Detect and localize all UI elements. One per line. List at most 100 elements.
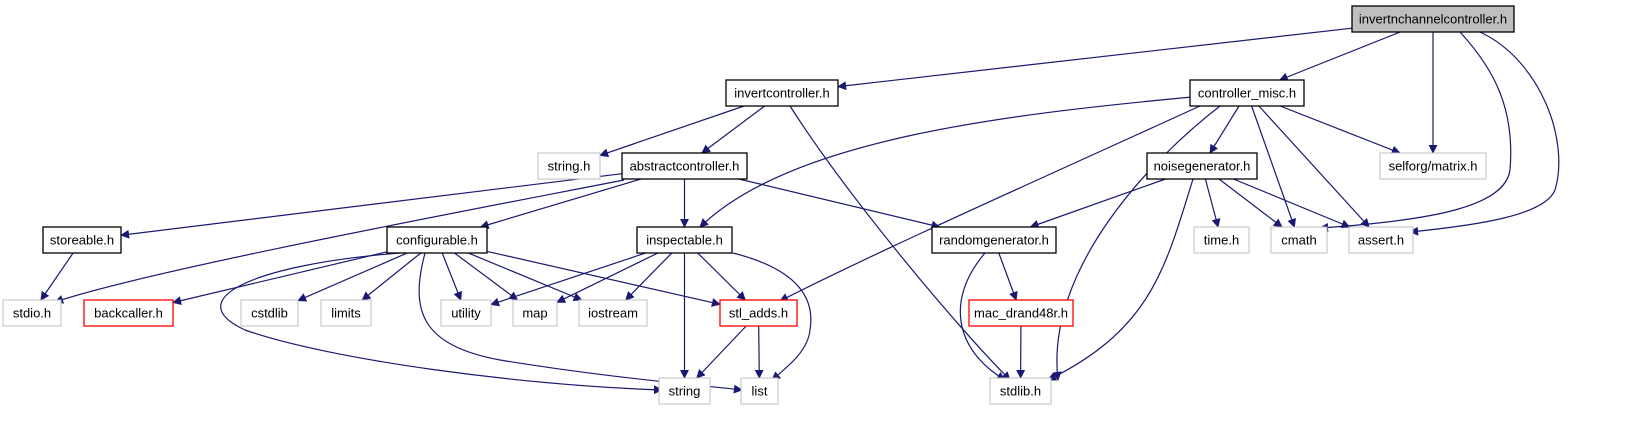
edge-invertcontroller-to-string-h (599, 105, 745, 158)
node-box (725, 79, 839, 107)
node-box (1189, 79, 1305, 107)
node-label: invertnchannelcontroller.h (1359, 12, 1507, 27)
node-cstdlib: cstdlib (240, 299, 299, 327)
edge-controller-misc-to-stl-adds (779, 105, 1201, 302)
node-label: string (669, 384, 701, 399)
node-stdlib-h: stdlib.h (989, 377, 1052, 405)
node-label: limits (331, 306, 361, 321)
node-box (440, 299, 492, 327)
edge-inspectable-to-utility (490, 252, 646, 307)
node-list: list (740, 377, 779, 405)
node-box (740, 377, 779, 405)
node-controller-misc[interactable]: controller_misc.h (1189, 79, 1305, 107)
node-randomgenerator[interactable]: randomgenerator.h (931, 226, 1057, 254)
edges-layer (40, 27, 1560, 395)
edge-invertcontroller-to-abstractcontroller (701, 105, 765, 154)
node-label: backcaller.h (94, 306, 163, 321)
node-label: assert.h (1358, 233, 1404, 248)
node-stl-adds[interactable]: stl_adds.h (719, 299, 798, 327)
node-string: string (658, 377, 711, 405)
node-label: inspectable.h (646, 233, 723, 248)
node-mac-drand48r[interactable]: mac_drand48r.h (968, 299, 1074, 327)
node-box (658, 377, 711, 405)
node-time-h: time.h (1193, 226, 1250, 254)
node-backcaller[interactable]: backcaller.h (83, 299, 174, 327)
edge-controller-misc-to-stdlib-h (1052, 105, 1221, 381)
edge-invertnchannelcontroller-to-assert-h (1409, 31, 1560, 236)
edge-abstractcontroller-to-stdio-h (54, 179, 625, 304)
edge-abstractcontroller-to-randomgenerator (738, 178, 941, 230)
node-label: iostream (588, 306, 638, 321)
node-label: randomgenerator.h (939, 233, 1049, 248)
node-label: list (752, 384, 768, 399)
node-label: abstractcontroller.h (630, 159, 740, 174)
node-iostream: iostream (578, 299, 648, 327)
edge-noisegenerator-to-randomgenerator (1029, 178, 1166, 229)
node-label: controller_misc.h (1198, 86, 1296, 101)
node-box (1270, 226, 1328, 254)
node-label: stl_adds.h (729, 306, 788, 321)
node-box (512, 299, 558, 327)
edge-randomgenerator-to-mac-drand48r (998, 252, 1018, 301)
node-selforg-matrix: selforg/matrix.h (1379, 152, 1487, 180)
node-cmath: cmath (1270, 226, 1328, 254)
edge-controller-misc-to-assert-h (1258, 105, 1370, 228)
node-abstractcontroller[interactable]: abstractcontroller.h (621, 152, 748, 180)
node-box (621, 152, 748, 180)
edge-abstractcontroller-to-storeable (120, 173, 623, 239)
node-configurable[interactable]: configurable.h (386, 226, 488, 254)
node-box (931, 226, 1057, 254)
node-box (968, 299, 1074, 327)
edge-storeable-to-stdio-h (40, 252, 74, 301)
node-box (1348, 226, 1414, 254)
edge-inspectable-to-map (556, 252, 659, 303)
node-noisegenerator[interactable]: noisegenerator.h (1146, 152, 1258, 180)
node-label: cstdlib (251, 306, 288, 321)
edge-configurable-to-backcaller (172, 251, 388, 306)
node-label: selforg/matrix.h (1389, 159, 1478, 174)
node-label: map (522, 306, 547, 321)
edge-randomgenerator-to-stdlib-h (959, 252, 1006, 381)
edge-abstractcontroller-to-configurable (479, 178, 642, 229)
node-invertnchannelcontroller[interactable]: invertnchannelcontroller.h (1351, 5, 1515, 33)
node-limits: limits (320, 299, 372, 327)
edge-noisegenerator-to-time-h (1204, 178, 1221, 228)
edge-stl-adds-to-list (754, 325, 764, 379)
edge-invertcontroller-to-stdlib-h (789, 105, 1011, 381)
node-box (1351, 5, 1515, 33)
node-box (578, 299, 648, 327)
node-label: configurable.h (396, 233, 478, 248)
nodes-layer: invertnchannelcontroller.h invertcontroll… (2, 5, 1515, 405)
node-box (636, 226, 733, 254)
node-map: map (512, 299, 558, 327)
node-box (989, 377, 1052, 405)
node-label: cmath (1281, 233, 1316, 248)
edge-invertnchannelcontroller-to-controller-misc (1278, 31, 1401, 82)
node-utility: utility (440, 299, 492, 327)
edge-configurable-to-limits (361, 252, 422, 301)
node-storeable[interactable]: storeable.h (42, 226, 122, 254)
edge-noisegenerator-to-stdlib-h (1047, 178, 1194, 381)
node-label: storeable.h (50, 233, 114, 248)
edge-noisegenerator-to-cmath (1218, 178, 1283, 228)
node-label: invertcontroller.h (734, 86, 829, 101)
edge-noisegenerator-to-assert-h (1233, 178, 1351, 229)
node-box (719, 299, 798, 327)
node-stdio-h: stdio.h (2, 299, 62, 327)
edge-controller-misc-to-cmath (1251, 105, 1296, 228)
node-box (1146, 152, 1258, 180)
node-inspectable[interactable]: inspectable.h (636, 226, 733, 254)
node-box (2, 299, 62, 327)
node-label: noisegenerator.h (1154, 159, 1251, 174)
node-label: mac_drand48r.h (974, 306, 1068, 321)
node-box (537, 152, 601, 180)
edge-configurable-to-iostream (468, 252, 583, 302)
edge-invertnchannelcontroller-to-invertcontroller (837, 27, 1353, 91)
edge-controller-misc-to-selforg-matrix (1279, 105, 1401, 155)
node-label: time.h (1204, 233, 1239, 248)
edge-configurable-to-cstdlib (297, 252, 408, 302)
edge-inspectable-to-stl-adds (697, 252, 746, 301)
node-invertcontroller[interactable]: invertcontroller.h (725, 79, 839, 107)
edge-inspectable-to-list (732, 252, 812, 381)
